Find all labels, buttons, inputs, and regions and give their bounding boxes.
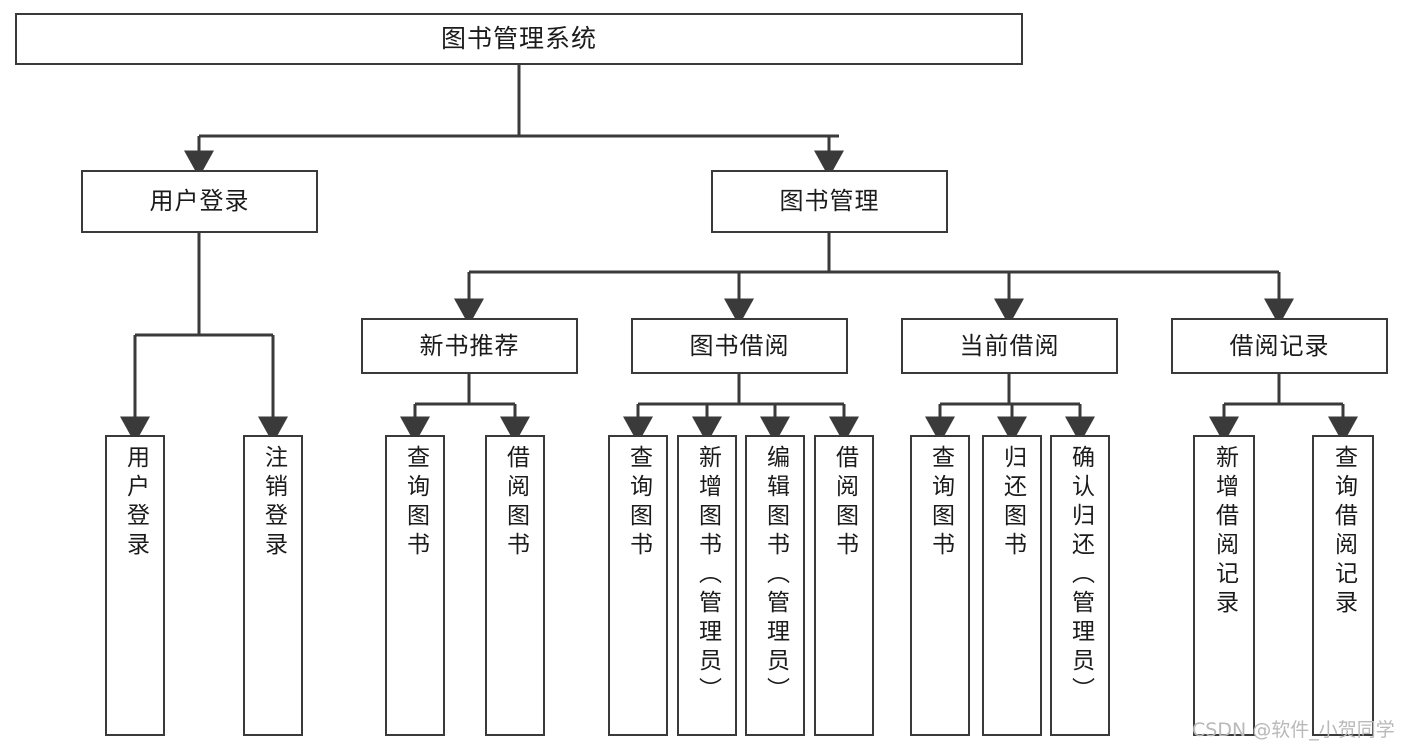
node-label: 编辑图书（管理员）	[762, 445, 789, 706]
node-book-borrow[interactable]: 图书借阅	[631, 318, 848, 374]
node-new-book-recommend[interactable]: 新书推荐	[361, 318, 578, 374]
node-book-manage[interactable]: 图书管理	[711, 170, 948, 233]
node-label: 借阅图书	[502, 445, 529, 561]
node-label: 注销登录	[260, 445, 287, 561]
node-root-system[interactable]: 图书管理系统	[15, 13, 1023, 65]
node-label: 新书推荐	[419, 331, 520, 360]
leaf-return-book[interactable]: 归还图书	[982, 435, 1042, 736]
leaf-confirm-return-admin[interactable]: 确认归还（管理员）	[1050, 435, 1110, 736]
node-label: 用户登录	[149, 187, 250, 216]
leaf-query-book-recommend[interactable]: 查询图书	[385, 435, 445, 736]
leaf-query-book-borrow[interactable]: 查询图书	[608, 435, 668, 736]
leaf-add-book-admin[interactable]: 新增图书（管理员）	[677, 435, 737, 736]
node-label: 用户登录	[122, 445, 149, 561]
node-user-login[interactable]: 用户登录	[81, 170, 318, 233]
leaf-query-borrow-record[interactable]: 查询借阅记录	[1312, 435, 1374, 736]
node-label: 归还图书	[999, 445, 1026, 561]
leaf-borrow-book[interactable]: 借阅图书	[814, 435, 874, 736]
node-label: 查询借阅记录	[1330, 445, 1357, 619]
node-label: 新增借阅记录	[1211, 445, 1238, 619]
node-label: 确认归还（管理员）	[1067, 445, 1094, 706]
node-label: 查询图书	[927, 445, 954, 561]
node-label: 查询图书	[402, 445, 429, 561]
leaf-user-login[interactable]: 用户登录	[105, 435, 165, 736]
leaf-user-logout[interactable]: 注销登录	[243, 435, 303, 736]
node-label: 当前借阅	[959, 331, 1060, 360]
node-borrow-record[interactable]: 借阅记录	[1171, 318, 1388, 374]
node-label: 图书借阅	[689, 331, 790, 360]
node-label: 借阅图书	[831, 445, 858, 561]
node-label: 新增图书（管理员）	[694, 445, 721, 706]
node-current-borrow[interactable]: 当前借阅	[901, 318, 1118, 374]
node-label: 借阅记录	[1229, 331, 1330, 360]
node-label: 图书管理系统	[440, 24, 597, 54]
node-label: 图书管理	[779, 187, 880, 216]
leaf-borrow-book-recommend[interactable]: 借阅图书	[485, 435, 545, 736]
node-label: 查询图书	[625, 445, 652, 561]
leaf-edit-book-admin[interactable]: 编辑图书（管理员）	[745, 435, 805, 736]
leaf-add-borrow-record[interactable]: 新增借阅记录	[1193, 435, 1255, 736]
leaf-query-book-current[interactable]: 查询图书	[910, 435, 970, 736]
